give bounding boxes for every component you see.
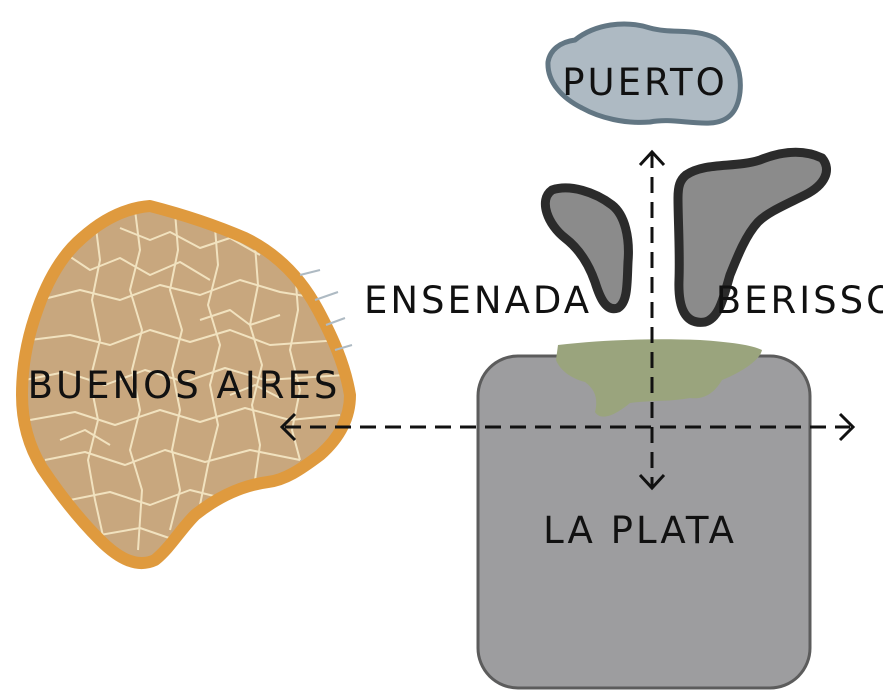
la-plata-region	[476, 339, 812, 690]
berisso-shape	[673, 147, 831, 327]
ensenada-shape	[540, 183, 633, 314]
buenos-aires-street-grid	[24, 209, 346, 551]
arrowhead-left	[279, 412, 297, 442]
arrowhead-right	[838, 412, 856, 442]
berisso-label: BERISSO	[716, 279, 883, 322]
puerto-shape	[545, 21, 743, 126]
buenos-aires-region	[16, 200, 356, 570]
coastline-fringe	[299, 269, 353, 351]
puerto-label: PUERTO	[562, 61, 728, 104]
la-plata-label: LA PLATA	[543, 509, 737, 552]
arrowhead-up	[638, 149, 666, 167]
buenos-aires-label: BUENOS AIRES	[28, 364, 341, 407]
ensenada-label: ENSENADA	[364, 279, 592, 322]
arrowhead-down	[638, 473, 666, 491]
buenos-aires-outline	[16, 200, 356, 570]
green-zone	[556, 339, 762, 417]
arrows	[279, 149, 856, 491]
